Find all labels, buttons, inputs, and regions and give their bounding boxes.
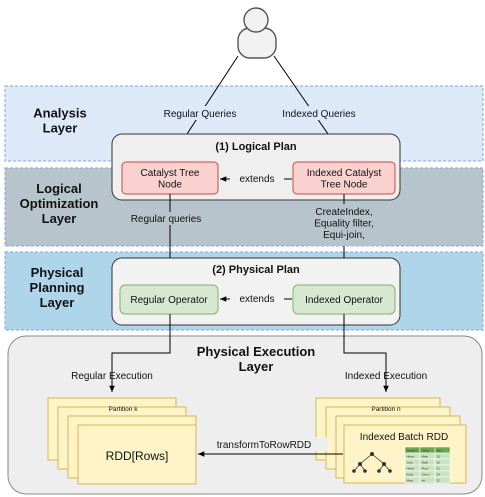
table-cell-text: 24 — [437, 472, 441, 476]
table-cell-text: Art — [422, 478, 426, 482]
indexed-execution-arrow — [343, 314, 389, 392]
table-cell-text: 22 — [437, 478, 441, 482]
regular-operator-label: Regular Operator — [130, 295, 208, 306]
regular-queries-top-label: Regular Queries — [164, 109, 237, 120]
extends-label-logical: extends — [239, 174, 274, 185]
table-cell-text: Mary — [407, 478, 414, 482]
table-cell-text: Math — [422, 460, 429, 464]
rdd-rows-label: RDD[Rows] — [106, 449, 169, 463]
indexed-operator-label: Indexed Operator — [305, 295, 383, 306]
table-cell-text: Chem — [422, 472, 431, 476]
table-cell-text: John — [407, 460, 414, 464]
regular-queries-mid-label: Regular queries — [131, 214, 202, 225]
left-partition-label: Partition k — [109, 406, 139, 413]
table-cell-text: Helen — [407, 454, 415, 458]
table-cell-text: Age — [437, 448, 443, 452]
physical-plan-title: (2) Physical Plan — [212, 264, 300, 276]
table-cell-text: 20 — [437, 454, 441, 458]
table-cell-text: Phys — [422, 466, 429, 470]
table-cell-text: 26 — [437, 460, 441, 464]
table-cell-text: Student — [407, 448, 418, 452]
table-cell-text: Math — [422, 454, 429, 458]
regular-execution-arrow — [109, 314, 171, 392]
logical-plan-title: (1) Logical Plan — [215, 141, 297, 153]
table-cell-text: Kelly — [407, 472, 414, 476]
table-cell-text: 21 — [437, 466, 441, 470]
left-partition-stack — [47, 397, 197, 485]
extends-label-physical: extends — [239, 294, 274, 305]
table-cell — [434, 476, 451, 484]
indexed-execution-label: Indexed Execution — [345, 371, 427, 382]
tree-index-icon — [352, 451, 392, 473]
indexed-queries-top-label: Indexed Queries — [282, 109, 355, 120]
transform-label: transformToRowRDD — [217, 440, 311, 451]
right-partition-label: Partition n — [371, 406, 401, 413]
indexed-batch-rdd-label: Indexed Batch RDD — [360, 432, 448, 443]
regular-operator-box — [119, 284, 219, 315]
table-cell-text: Class — [422, 448, 430, 452]
index-operations-label: CreateIndex,Equality filter,Equi-join, — [314, 207, 373, 241]
table-cell-text: Helen — [407, 466, 415, 470]
regular-execution-label: Regular Execution — [71, 371, 153, 382]
user-icon — [237, 7, 277, 59]
